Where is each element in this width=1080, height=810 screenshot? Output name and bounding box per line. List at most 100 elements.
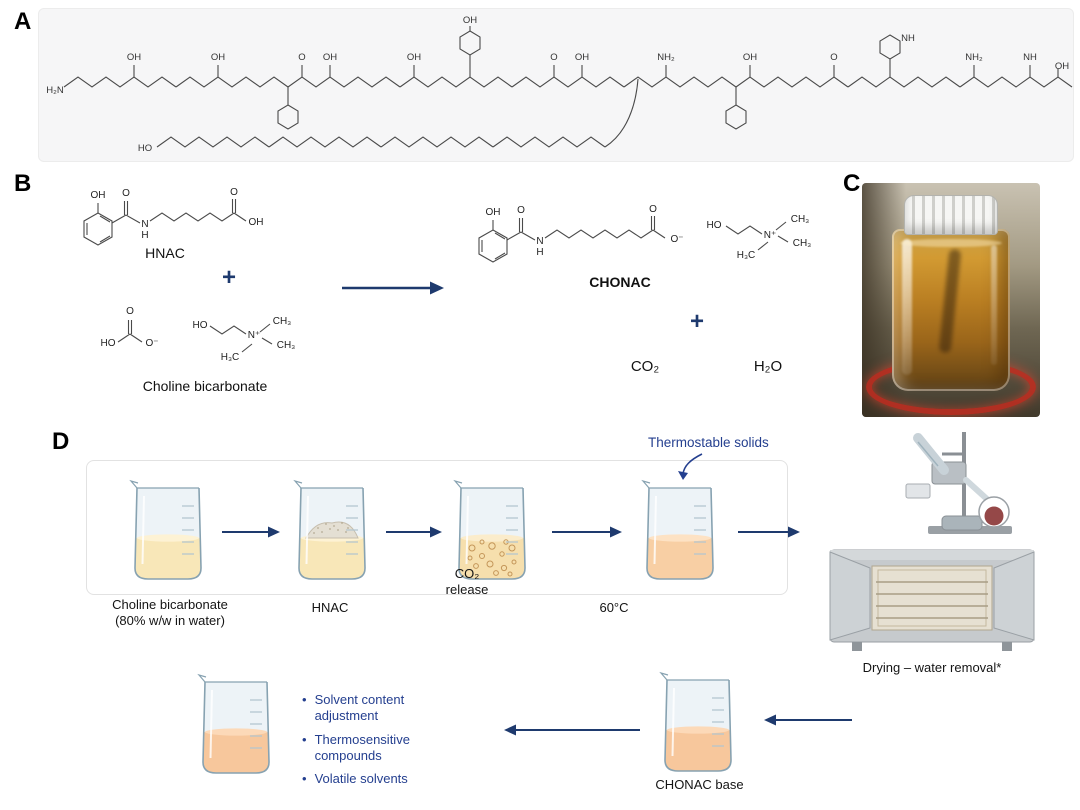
plus-sign-products: +	[690, 308, 705, 335]
temperature-label: 60°C	[599, 600, 629, 615]
adjustment-bullet-list: • Solvent content adjustment • Thermosen…	[302, 692, 502, 794]
panel-d-label: D	[52, 428, 70, 455]
drying-oven-illustration	[829, 549, 1035, 651]
atom-label: HO	[138, 143, 152, 154]
atom-label: O	[517, 205, 525, 216]
co2-release-label: CO₂ release	[436, 566, 498, 599]
atom-label: O⁻	[670, 234, 683, 245]
atom-label: CH₃	[277, 340, 296, 351]
atom-label: O	[122, 188, 130, 199]
atom-label: N	[141, 219, 148, 230]
drying-label: Drying – water removal*	[862, 660, 1002, 675]
panel-a-structure-box: H₂N OH OH O OH OH OH O OH NH₂ OH O NH NH…	[38, 8, 1074, 162]
process-steps-box	[86, 460, 788, 595]
step1-label-line2: (80% w/w in water)	[115, 613, 225, 629]
atom-label: O	[649, 204, 657, 215]
panel-a-label: A	[14, 8, 32, 35]
choline-bicarbonate-structure: HO O O⁻ HO N⁺ CH₃ CH₃ H₃C	[101, 306, 296, 363]
step2-label: HNAC	[311, 600, 349, 615]
atom-label: N	[536, 236, 543, 247]
atom-label: O⁻	[145, 338, 158, 349]
atom-label: HO	[707, 220, 722, 231]
beaker-chonac-base	[660, 672, 732, 772]
atom-label: CH₃	[793, 238, 812, 249]
beaker-final-formulation	[198, 674, 270, 774]
flow-arrow-left-2	[764, 714, 852, 726]
atom-label: OH	[127, 52, 141, 63]
flow-arrow-4	[738, 526, 800, 538]
bullet-dot: •	[302, 692, 307, 707]
beaker-hnac-powder	[294, 480, 366, 580]
annotation-arrow	[678, 453, 703, 480]
bullet-dot: •	[302, 731, 307, 747]
atom-label: OH	[91, 190, 106, 201]
atom-label: H	[536, 247, 543, 258]
atom-label: OH	[323, 52, 337, 63]
atom-label: HO	[101, 338, 116, 349]
choline-bicarbonate-label: Choline bicarbonate	[142, 378, 268, 394]
choline-cation-structure: HO N⁺ CH₃ CH₃ H₃C	[707, 214, 812, 261]
atom-label: N⁺	[764, 230, 777, 241]
panel-c-label: C	[843, 170, 861, 197]
atom-label: O	[550, 52, 557, 63]
plus-sign-reactants: +	[222, 264, 237, 291]
h2o-product-label: H₂O	[753, 358, 783, 375]
thermostable-solids-annotation: Thermostable solids	[648, 435, 769, 450]
atom-label: NH	[1023, 52, 1037, 63]
co2-product-label: CO₂	[630, 358, 660, 375]
peptide-structure-drawing: H₂N OH OH O OH OH OH O OH NH₂ OH O NH NH…	[46, 15, 1073, 154]
atom-label: OH	[463, 15, 477, 26]
chonac-base-label: CHONAC base	[655, 777, 744, 792]
beaker-heated-solution	[642, 480, 714, 580]
atom-label: NH₂	[965, 52, 983, 63]
panel-b-label: B	[14, 170, 32, 197]
flow-arrow-2	[386, 526, 442, 538]
co2-release-line2: release	[445, 582, 489, 598]
atom-label: OH	[575, 52, 589, 63]
step1-label: Choline bicarbonate (80% w/w in water)	[92, 597, 248, 630]
reaction-arrow	[342, 281, 444, 295]
atom-label: OH	[211, 52, 225, 63]
atom-label: OH	[1055, 61, 1069, 72]
flow-arrow-left-1	[504, 724, 640, 736]
atom-label: OH	[249, 217, 264, 228]
atom-label: NH₂	[657, 52, 675, 63]
atom-label: H₃C	[221, 352, 240, 363]
atom-label: O	[126, 306, 134, 317]
atom-label: H₃C	[737, 250, 756, 261]
bullet-dot: •	[302, 771, 307, 786]
atom-label: OH	[486, 207, 501, 218]
flow-arrow-1	[222, 526, 280, 538]
bullet-text: Thermosensitive compounds	[314, 731, 410, 763]
vial-cap	[904, 195, 998, 235]
atom-label: N⁺	[248, 330, 261, 341]
bullet-text: Volatile solvents	[314, 771, 408, 786]
atom-label: O	[830, 52, 837, 63]
atom-label: NH	[901, 33, 915, 44]
glass-vial	[892, 195, 1010, 395]
atom-label: O	[298, 52, 305, 63]
step1-label-line1: Choline bicarbonate	[112, 597, 228, 612]
hnac-structure: OH O N H O OH	[83, 187, 264, 246]
chonac-structure: OH O N H O O⁻	[478, 204, 684, 263]
liquid-surface-highlight	[900, 239, 1002, 247]
atom-label: CH₃	[273, 316, 292, 327]
bullet-item: • Volatile solvents	[302, 771, 502, 787]
atom-label: H	[141, 230, 148, 241]
bullet-item: • Thermosensitive compounds	[302, 732, 502, 765]
bullet-item: • Solvent content adjustment	[302, 692, 502, 725]
bullet-text: Solvent content adjustment	[314, 692, 405, 724]
vial-photo	[862, 183, 1040, 417]
atom-label: CH₃	[791, 214, 810, 225]
atom-label: OH	[407, 52, 421, 63]
atom-label: O	[230, 187, 238, 198]
rotary-evaporator-illustration	[905, 432, 1012, 534]
co2-release-line1: CO₂	[454, 566, 480, 581]
flow-arrow-3	[552, 526, 622, 538]
beaker-choline-bicarbonate	[130, 480, 202, 580]
atom-label: HO	[193, 320, 208, 331]
atom-label: H₂N	[46, 85, 64, 96]
chonac-label: CHONAC	[589, 274, 651, 290]
hnac-label: HNAC	[145, 245, 185, 261]
